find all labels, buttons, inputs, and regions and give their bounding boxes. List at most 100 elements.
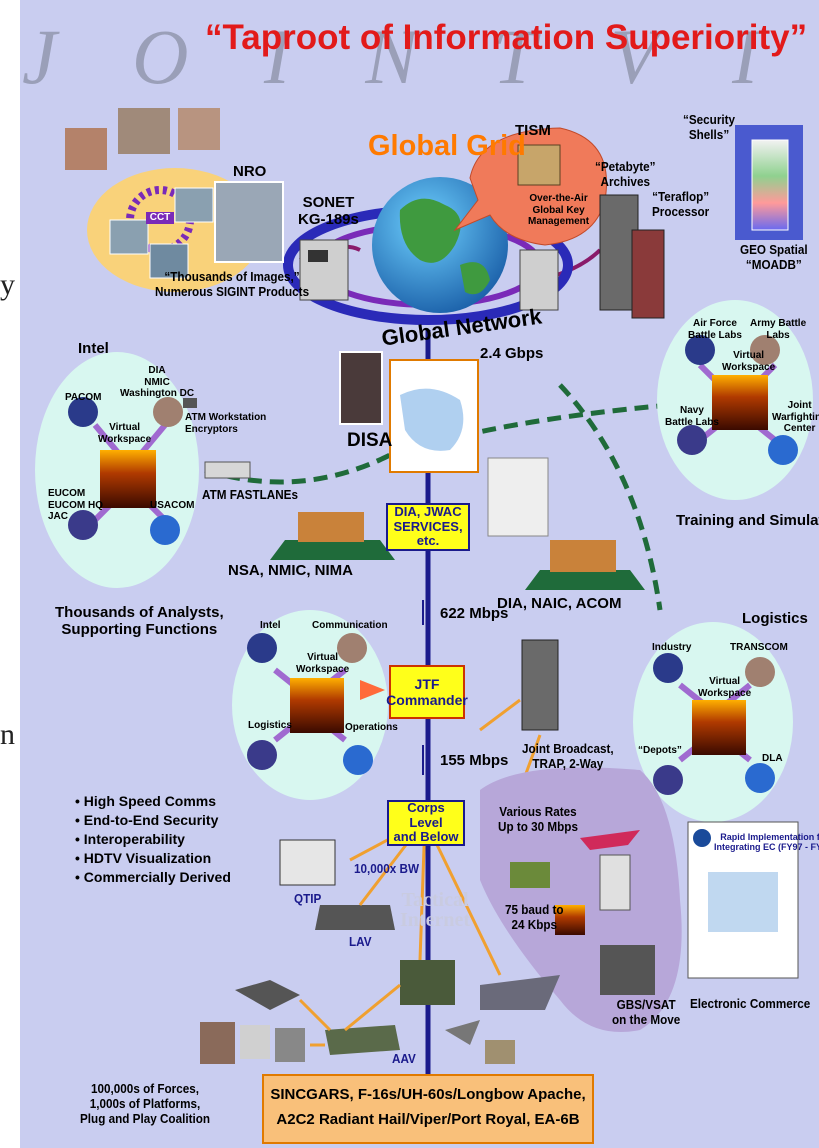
tism-desc-line-1: Over-the-Air	[529, 193, 588, 204]
various-rates-label: Various Rates Up to 30 Mbps	[498, 804, 578, 835]
atm-workstation-icon	[183, 398, 197, 408]
jtf-intel-avatar	[247, 633, 277, 663]
joint-line-1: Joint	[787, 400, 812, 411]
gbs-vsat-label: GBS/VSAT on the Move	[612, 997, 681, 1028]
logistics-virtual-line-1: Virtual	[709, 676, 741, 687]
joint-line-2: Warfighting	[772, 411, 819, 423]
intel-dia-label: DIA NMIC Washington DC	[120, 365, 194, 400]
taproot-title: “Taproot of Information Superiority”	[205, 18, 808, 57]
nsa-nmic-nima-label: NSA, NMIC, NIMA	[228, 562, 353, 579]
qtip-truck	[279, 839, 336, 886]
teraflop-processor-label: “Teraflop” Processor	[652, 189, 710, 220]
antenna-photo-3	[178, 108, 220, 150]
tism-computer-icon	[517, 144, 561, 186]
platforms-line-2: A2C2 Radiant Hail/Viper/Port Royal, EA-6…	[276, 1111, 580, 1129]
forces-photo	[200, 1022, 235, 1064]
earth-continent-1	[399, 198, 461, 263]
atm-fastlane-device	[204, 461, 251, 479]
jtf-logistics-label: Logistics	[248, 720, 292, 731]
network-diagram-image	[487, 457, 549, 537]
jtf-communication-avatar	[337, 633, 367, 663]
air-force-battle-labs-label: Air Force Battle Labs	[688, 318, 742, 341]
bullet-item: Commercially Derived	[75, 868, 231, 887]
security-line-1: “Security	[683, 112, 736, 127]
joint-line-3: Center	[783, 423, 816, 434]
tism-description: Over-the-Air Global Key Management	[528, 193, 589, 228]
intel-virtual-workspace-image	[100, 450, 156, 508]
disa-map-land	[400, 388, 464, 451]
training-airforce-avatar	[685, 335, 715, 365]
jtf-virtual-workspace-image	[290, 678, 344, 733]
ecommerce-map	[708, 872, 778, 932]
ecommerce-seal-icon	[693, 829, 711, 847]
jtf-link-arrow	[360, 680, 385, 700]
baud-line-2: 24 Kbps	[511, 916, 558, 932]
gbs-line-1: GBS/VSAT	[616, 997, 676, 1012]
bullet-item: Interoperability	[75, 830, 231, 849]
corps-line-2: and Below	[393, 829, 459, 845]
logistics-fastlane-link	[558, 383, 663, 611]
army-line-1: Army Battle	[750, 318, 807, 329]
broadcast-ray-1	[479, 698, 521, 732]
tism-label: TISM	[515, 122, 551, 139]
aav-vehicle	[325, 1025, 400, 1055]
intel-virtual-workspace-label: Virtual Workspace	[98, 422, 151, 445]
nro-image-3	[149, 243, 189, 279]
gbs-line-2: on the Move	[612, 1011, 681, 1027]
training-simulation-label: Training and Simulation	[676, 512, 819, 529]
intel-eucom-label: EUCOM EUCOM HQ JAC	[48, 488, 103, 523]
corps-level-box: Corps Level and Below	[387, 800, 465, 846]
analysts-line-2: Supporting Functions	[61, 621, 218, 639]
gbs-vsat-vehicle	[600, 945, 655, 995]
petabyte-line-2: Archives	[600, 173, 650, 189]
dia-naic-acom-label: DIA, NAIC, ACOM	[497, 595, 622, 612]
intel-eucom-avatar	[68, 510, 98, 540]
intel-title: Intel	[78, 340, 109, 357]
airforce-line-1: Air Force	[693, 318, 737, 329]
various-rates-line-2: Up to 30 Mbps	[498, 818, 578, 834]
cropped-side-letter-n: n	[0, 718, 15, 751]
geo-spatial-label: GEO Spatial “MOADB”	[740, 242, 808, 273]
broadcast-line-1: Joint Broadcast,	[522, 741, 614, 756]
ecommerce-doc-title-line-2: Integrating EC (FY97 - FY00)	[714, 842, 819, 853]
petabyte-archives-label: “Petabyte” Archives	[595, 159, 656, 190]
training-army-avatar	[750, 335, 780, 365]
security-shells-stack	[751, 139, 789, 231]
training-virtual-line-1: Virtual	[733, 350, 765, 361]
security-line-2: Shells”	[688, 126, 730, 142]
teraflop-line-1: “Teraflop”	[652, 189, 710, 204]
joint-vision-title-background: J O I N T V I S I O N 2 0 1 0	[22, 13, 819, 100]
intel-dia-line-1: DIA	[148, 365, 166, 376]
airforce-line-2: Battle Labs	[688, 329, 742, 341]
jtf-virtual-workspace-label: Virtual Workspace	[296, 652, 349, 675]
dia-naic-building-base	[525, 570, 645, 590]
eucom-line-1: EUCOM	[48, 488, 86, 499]
logistics-dla-label: DLA	[762, 753, 783, 764]
sonet-display	[308, 250, 328, 262]
dia-jwac-line-1: DIA, JWAC	[394, 503, 462, 519]
dia-jwac-line-2: SERVICES, etc.	[393, 518, 463, 549]
tactical-line-1: Tactical	[401, 889, 469, 911]
analysts-line-1: Thousands of Analysts,	[55, 604, 224, 621]
aav-label: AAV	[392, 1051, 416, 1066]
intel-dia-line-2: NMIC	[144, 376, 170, 388]
logistics-industry-avatar	[653, 653, 683, 683]
tactical-internet-label: Tactical Internet	[400, 890, 470, 930]
training-virtual-workspace-label: Virtual Workspace	[722, 350, 775, 373]
atm-workstation-encryptors-label: ATM Workstation Encryptors	[185, 412, 266, 435]
comm-ray-6	[298, 998, 332, 1032]
rate-2-4-gbps: 2.4 Gbps	[480, 345, 544, 362]
logistics-transcom-label: TRANSCOM	[730, 642, 788, 653]
teraflop-processor-rack	[631, 229, 665, 319]
equipment-box-icon	[485, 1040, 515, 1064]
atm-enc-line-2: Encryptors	[185, 423, 238, 435]
jtf-logistics-avatar	[247, 740, 277, 770]
navy-battle-labs-label: Navy Battle Labs	[665, 405, 719, 428]
nro-image-1	[109, 219, 149, 255]
nsa-building-base	[270, 540, 395, 560]
ship-icon	[480, 975, 560, 1010]
jtf-operations-label: Operations	[345, 722, 398, 733]
petabyte-line-1: “Petabyte”	[595, 159, 656, 174]
